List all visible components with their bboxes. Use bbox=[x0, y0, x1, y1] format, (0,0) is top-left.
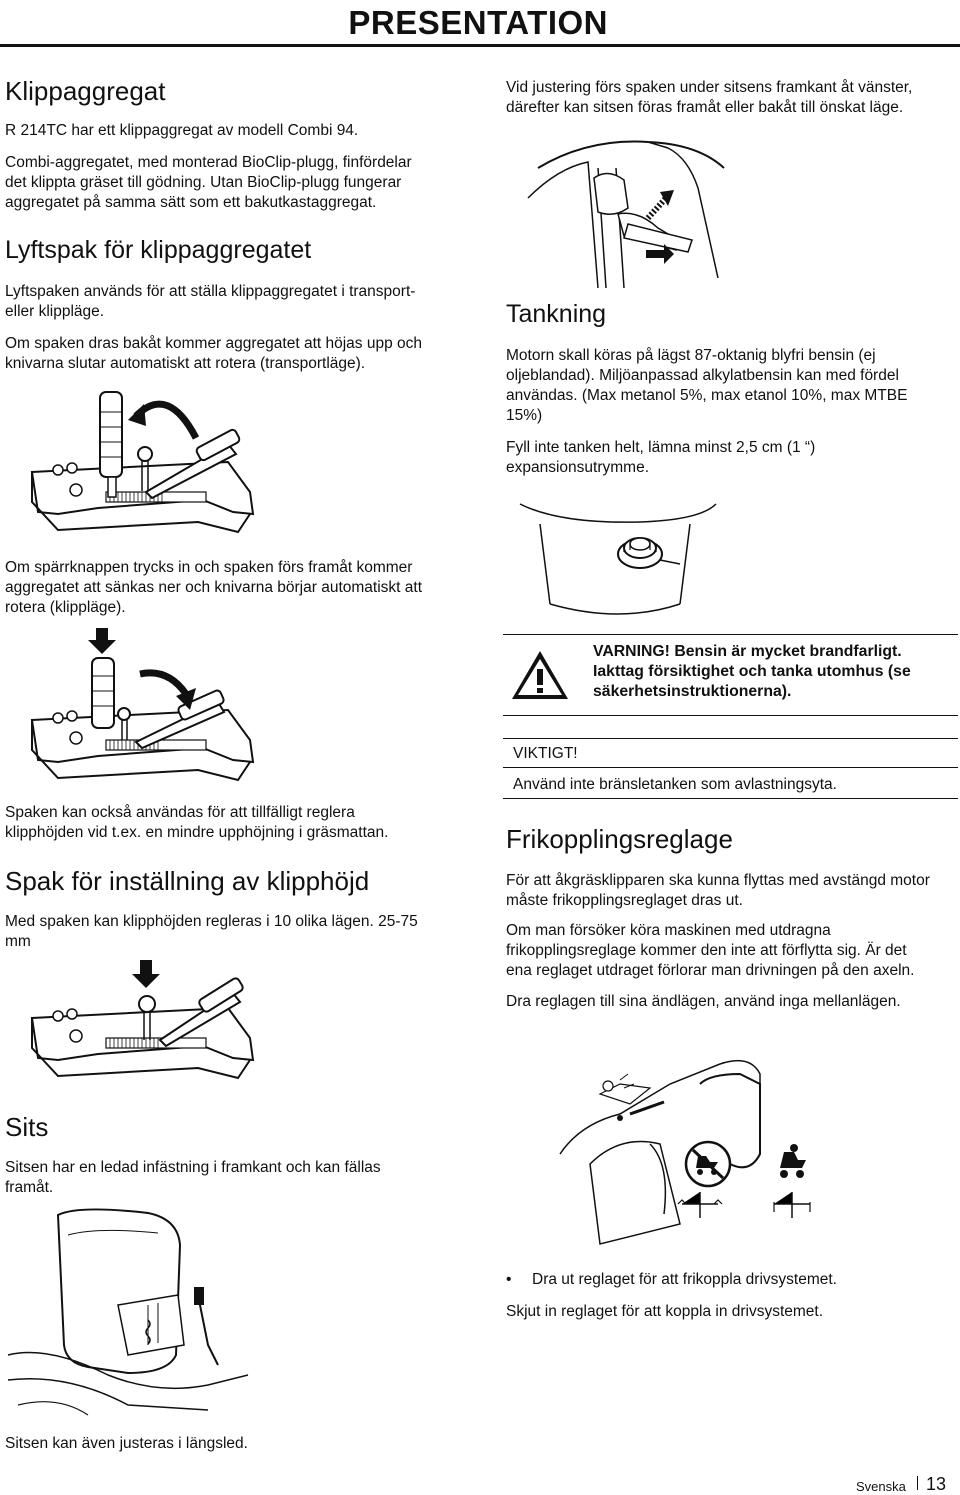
important-label: VIKTIGT! bbox=[513, 745, 578, 762]
heading-sits: Sits bbox=[5, 1112, 49, 1142]
text-line: Combi-aggregatet, med monterad BioClip-p… bbox=[5, 154, 412, 171]
important-box bbox=[503, 738, 958, 799]
text-line: Om man försöker köra maskinen med utdrag… bbox=[506, 922, 831, 939]
fri-para-1: För att åkgräsklipparen ska kunna flytta… bbox=[506, 871, 930, 911]
page-number: 13 bbox=[926, 1474, 947, 1494]
text-line: rotera (klippläge). bbox=[5, 599, 126, 616]
heading-spak-klipphojd: Spak för inställning av klipphöjd bbox=[5, 866, 370, 896]
lift-lever-lower-illustration bbox=[30, 628, 255, 782]
text-line: det klippta gräset till gödning. Utan Bi… bbox=[5, 174, 402, 191]
text-line: Vid justering förs spaken under sitsens … bbox=[506, 79, 913, 96]
text-line: knivarna slutar automatiskt att rotera (… bbox=[5, 355, 366, 372]
page-title: PRESENTATION bbox=[348, 4, 608, 41]
text-line: oljeblandad). Miljöanpassad alkylatbensi… bbox=[506, 367, 899, 384]
tank-para-2: Fyll inte tanken helt, lämna minst 2,5 c… bbox=[506, 438, 815, 478]
heading-frikopplingsreglage: Frikopplingsreglage bbox=[506, 824, 733, 854]
text-line: aggregatet på samma sätt som ett bakutka… bbox=[5, 194, 377, 211]
text-line: ena reglaget utdraget förlorar man drivn… bbox=[506, 962, 915, 979]
seat-adjust-illustration bbox=[527, 140, 725, 289]
text-line: frikopplingsreglage kommer den inte att … bbox=[506, 942, 907, 959]
text-line: användas. (Max metanol 5%, max etanol 10… bbox=[506, 387, 908, 404]
text-line: Med spaken kan klipphöjden regleras i 10… bbox=[5, 913, 418, 930]
seat-illustration bbox=[7, 1208, 249, 1416]
text-line: klipphöjden vid t.ex. en mindre upphöjni… bbox=[5, 824, 389, 841]
text-line: måste frikopplingsreglaget dras ut. bbox=[506, 892, 743, 909]
footer-language: Svenska bbox=[856, 1479, 906, 1494]
heading-lyftspak: Lyftspak för klippaggregatet bbox=[5, 236, 312, 264]
important-text: Använd inte bränsletanken som avlastning… bbox=[513, 776, 837, 793]
footer-rule bbox=[917, 1476, 918, 1490]
height-lever-illustration bbox=[30, 960, 255, 1080]
text-line: mm bbox=[5, 933, 31, 950]
heading-klippaggregat: Klippaggregat bbox=[5, 76, 166, 106]
klipp-para-2: Combi-aggregatet, med monterad BioClip-p… bbox=[5, 153, 412, 213]
lift-lever-raise-illustration bbox=[30, 391, 255, 534]
text-line: eller klippläge. bbox=[5, 303, 105, 320]
lyft-para-2: Om spaken dras bakåt kommer aggregatet a… bbox=[5, 334, 422, 374]
text-line: VARNING! Bensin är mycket brandfarligt. bbox=[593, 643, 902, 660]
skjut-para: Skjut in reglaget för att koppla in driv… bbox=[506, 1303, 824, 1320]
text-line: Iakttag försiktighet och tanka utomhus (… bbox=[593, 663, 911, 680]
text-line: Om spaken dras bakåt kommer aggregatet a… bbox=[5, 335, 423, 352]
text-line: 15%) bbox=[506, 407, 543, 424]
warning-triangle-icon bbox=[512, 651, 568, 699]
warning-box bbox=[503, 634, 958, 716]
text-line: expansionsutrymme. bbox=[506, 459, 650, 476]
header-rule bbox=[0, 44, 960, 47]
text-line: framåt. bbox=[5, 1179, 54, 1196]
text-line: aggregatet att sänkas ner och knivarna b… bbox=[5, 579, 423, 596]
text-line: därefter kan sitsen föras framåt eller b… bbox=[506, 99, 904, 116]
sparr-para: Om spärrknappen trycks in och spaken för… bbox=[5, 558, 422, 618]
heading-tankning: Tankning bbox=[506, 300, 607, 328]
fuel-tank-illustration bbox=[519, 503, 717, 615]
bullet-mark: • bbox=[506, 1271, 512, 1288]
lyft-para-1: Lyftspaken används för att ställa klippa… bbox=[5, 282, 415, 322]
text-line: säkerhetsinstruktionerna). bbox=[593, 683, 792, 700]
text-line: Sitsen har en ledad infästning i framkan… bbox=[5, 1159, 381, 1176]
text-line: Motorn skall köras på lägst 87-oktanig b… bbox=[506, 347, 876, 364]
text-line: Fyll inte tanken helt, lämna minst 2,5 c… bbox=[506, 439, 816, 456]
klipp-para-1: R 214TC har ett klippaggregat av modell … bbox=[5, 122, 359, 139]
text-line: För att åkgräsklipparen ska kunna flytta… bbox=[506, 872, 930, 889]
warning-text: VARNING! Bensin är mycket brandfarligt. … bbox=[593, 642, 911, 702]
important-divider bbox=[503, 767, 958, 768]
text-line: Lyftspaken används för att ställa klippa… bbox=[5, 283, 416, 300]
bullet-text: Dra ut reglaget för att frikoppla drivsy… bbox=[532, 1271, 837, 1288]
freewheel-control-illustration bbox=[559, 1059, 811, 1245]
fri-para-2: Om man försöker köra maskinen med utdrag… bbox=[506, 921, 914, 981]
text-line: Spaken kan också användas för att tillfä… bbox=[5, 804, 355, 821]
text-line: Om spärrknappen trycks in och spaken för… bbox=[5, 559, 413, 576]
sits-para: Sitsen har en ledad infästning i framkan… bbox=[5, 1158, 381, 1198]
spak-para: Med spaken kan klipphöjden regleras i 10… bbox=[5, 912, 418, 952]
fri-para-3: Dra reglagen till sina ändlägen, använd … bbox=[506, 993, 901, 1010]
justering-para: Vid justering förs spaken under sitsens … bbox=[506, 78, 912, 118]
spaken-para: Spaken kan också användas för att tillfä… bbox=[5, 803, 388, 843]
sits-last-para: Sitsen kan även justeras i längsled. bbox=[5, 1435, 248, 1452]
tank-para-1: Motorn skall köras på lägst 87-oktanig b… bbox=[506, 346, 907, 426]
